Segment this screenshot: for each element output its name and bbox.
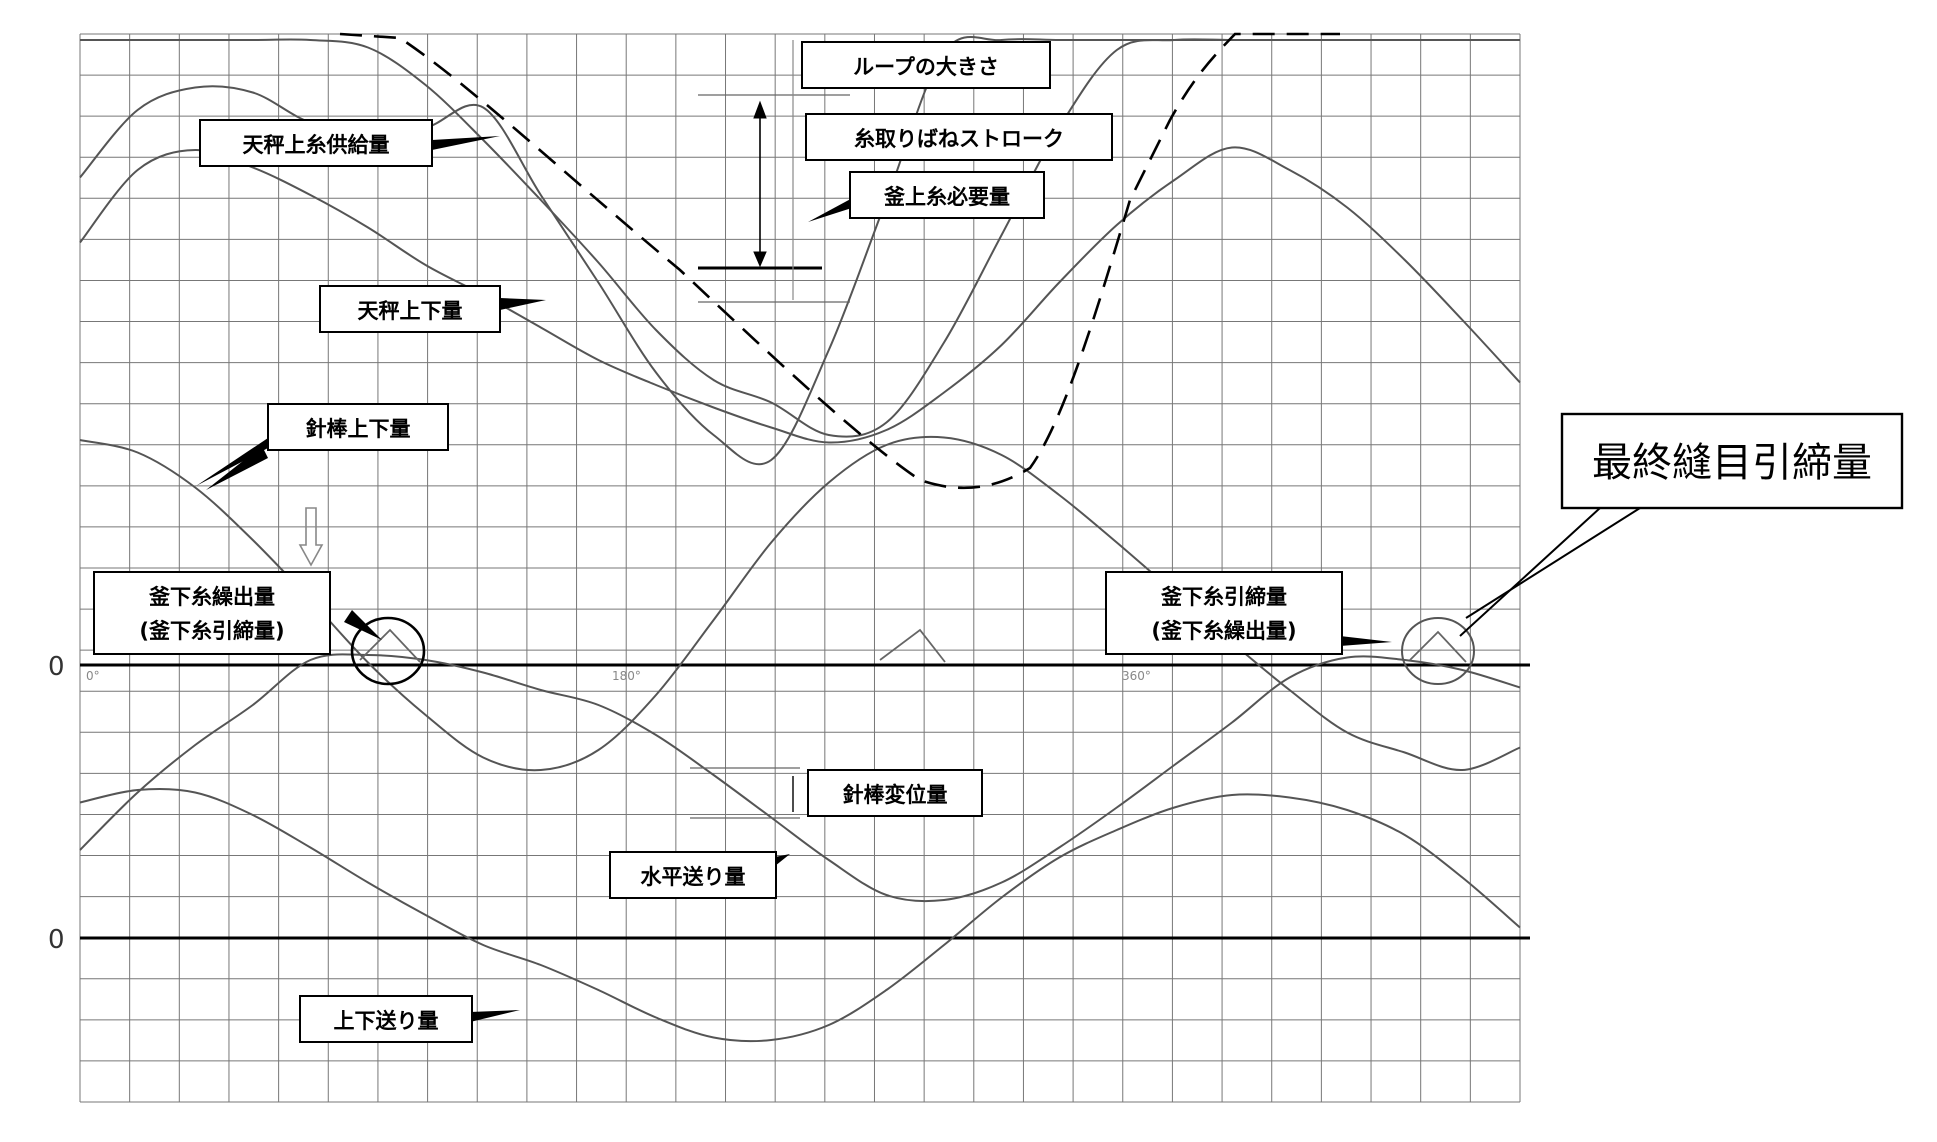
svg-text:(釜下糸引締量): (釜下糸引締量)	[139, 619, 284, 643]
label-needle-bar-motion: 針棒上下量	[267, 403, 449, 451]
label-final-stitch-tightening: 最終縫目引締量	[1560, 412, 1904, 510]
label-vertical-feed: 上下送り量	[299, 995, 473, 1043]
tick-label-0: 0°	[86, 669, 100, 683]
label-bobbin-pay-out: 釜下糸繰出量 (釜下糸引締量)	[93, 571, 331, 655]
svg-text:釜下糸引締量: 釜下糸引締量	[1160, 585, 1287, 609]
svg-text:(釜下糸繰出量): (釜下糸繰出量)	[1151, 619, 1296, 643]
baselines	[80, 663, 1530, 940]
circle-right	[1401, 617, 1475, 685]
svg-text:天秤上糸供給量: 天秤上糸供給量	[243, 133, 390, 157]
svg-text:糸取りばねストローク: 糸取りばねストローク	[854, 127, 1064, 151]
zero-label-upper: 0	[48, 652, 65, 682]
final-tightening-pointer-1	[1459, 507, 1601, 637]
svg-text:天秤上下量: 天秤上下量	[358, 299, 463, 323]
series-hook-upper-thread-dashed	[339, 32, 1340, 490]
callout-pointers	[196, 136, 1392, 1022]
series-line-2	[79, 38, 1520, 438]
series-line-5	[79, 787, 1521, 1043]
label-take-up-motion: 天秤上下量	[319, 285, 501, 333]
final-tightening-pointer-2	[1465, 507, 1641, 619]
svg-text:針棒上下量: 針棒上下量	[306, 417, 411, 441]
label-needle-bar-displacement: 針棒変位量	[807, 769, 983, 817]
tick-label-360: 360°	[1122, 669, 1151, 683]
label-loop-size: ループの大きさ	[801, 41, 1051, 89]
svg-text:針棒変位量: 針棒変位量	[843, 783, 948, 807]
svg-text:最終縫目引締量: 最終縫目引締量	[1592, 440, 1872, 486]
series-line-4	[79, 653, 1521, 903]
bobbin-peak-mid	[879, 628, 946, 663]
zero-label-lower: 0	[48, 925, 65, 955]
label-tension-spring-stroke: 糸取りばねストローク	[805, 113, 1113, 161]
label-bobbin-tighten: 釜下糸引締量 (釜下糸繰出量)	[1105, 571, 1343, 655]
spring-stroke-indicator	[690, 40, 850, 819]
svg-text:釜上糸必要量: 釜上糸必要量	[883, 185, 1010, 209]
needle-down-arrow	[298, 507, 324, 567]
grid	[79, 33, 1521, 1103]
svg-text:ループの大きさ: ループの大きさ	[853, 55, 999, 79]
label-horizontal-feed: 水平送り量	[609, 851, 777, 899]
svg-text:釜下糸繰出量: 釜下糸繰出量	[148, 585, 275, 609]
tick-label-180: 180°	[612, 669, 641, 683]
bobbin-peak-left	[359, 628, 421, 663]
bobbin-peak-right	[1409, 630, 1467, 663]
circle-left	[350, 616, 426, 686]
svg-text:水平送り量: 水平送り量	[641, 865, 746, 889]
series-line-1	[79, 146, 1521, 444]
svg-text:上下送り量: 上下送り量	[334, 1009, 439, 1033]
label-take-up-supply: 天秤上糸供給量	[199, 119, 433, 167]
label-hook-upper-thread: 釜上糸必要量	[849, 171, 1045, 219]
